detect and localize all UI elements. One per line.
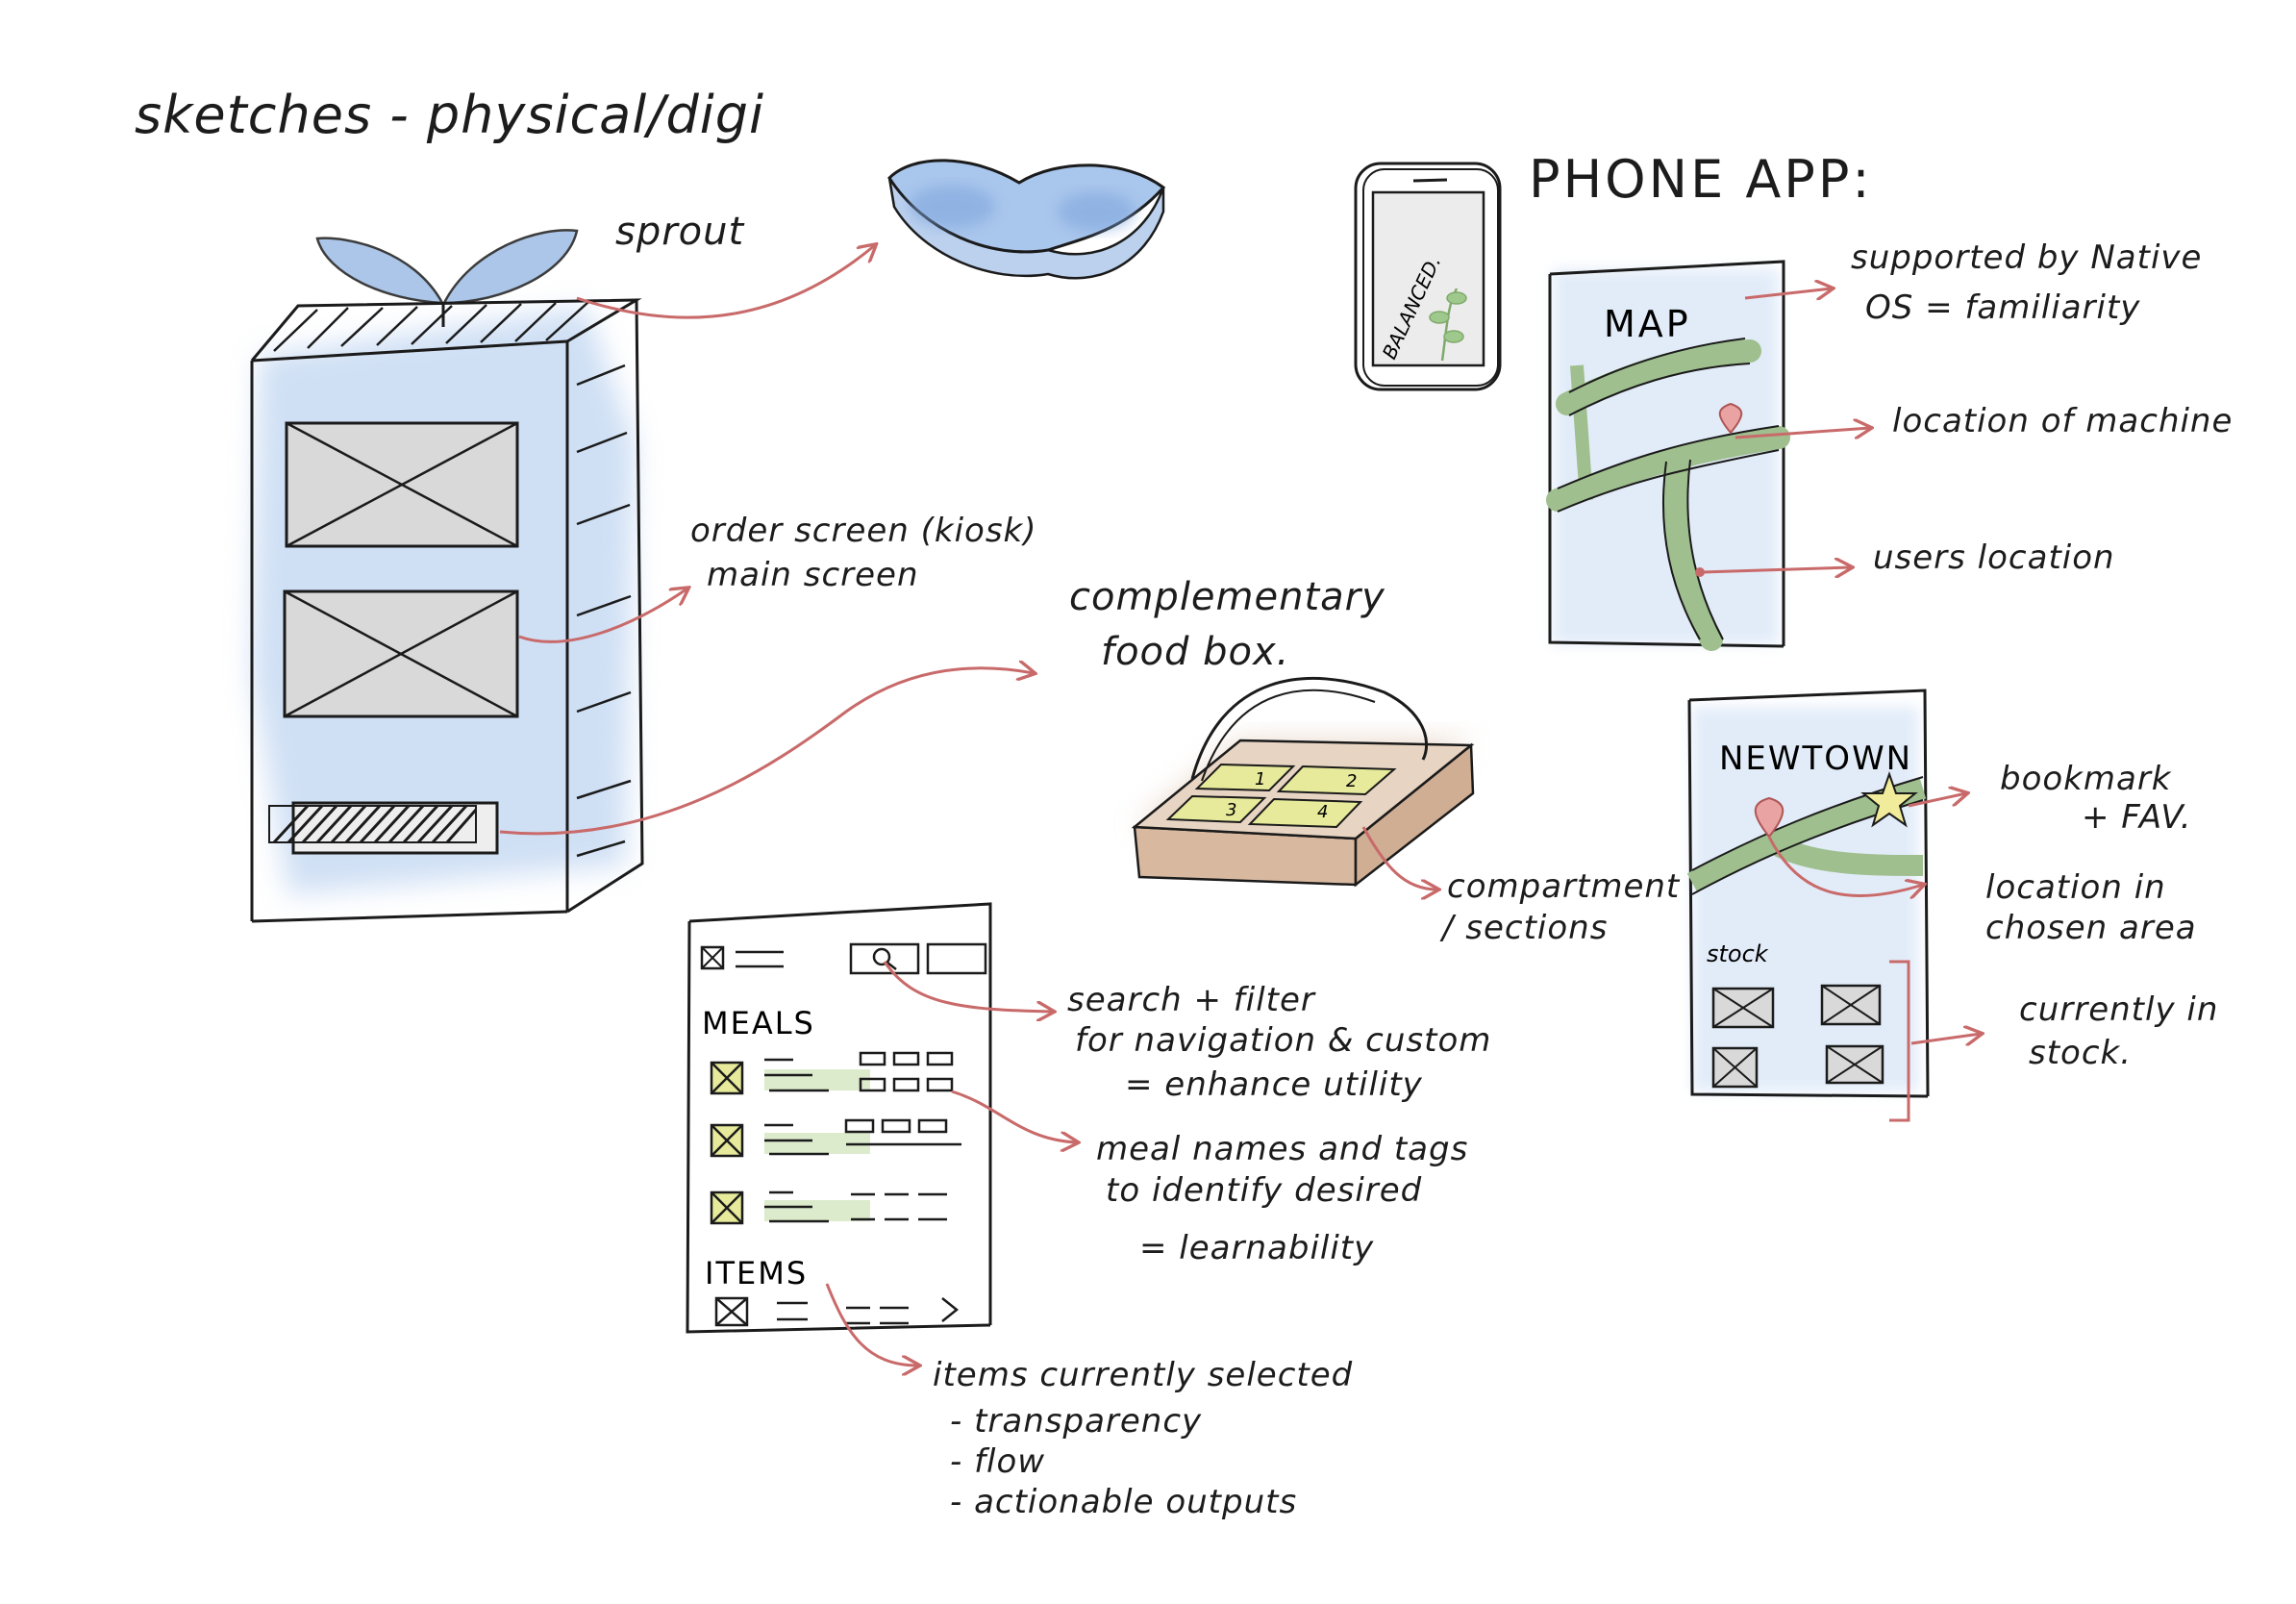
arrow-compartment [1361, 826, 1437, 890]
meal-names-note-3: = learnability [1139, 1229, 1375, 1267]
items-label: ITEMS [705, 1255, 808, 1291]
supported-label-1: supported by Native [1851, 238, 2203, 277]
meals-label: MEALS [702, 1005, 815, 1041]
order-screen-wireframe: MEALS ITEMS [686, 902, 992, 1334]
arrow-user-location [1701, 567, 1851, 572]
compartment-label-1: compartment [1447, 867, 1681, 906]
arrow-food-box [499, 668, 1034, 836]
sprout-leaves [315, 229, 579, 327]
sprout-3d-sketch [887, 159, 1166, 280]
compartment-1: 1 [1255, 769, 1265, 789]
order-screen-label-2: main screen [707, 556, 919, 594]
selected-note-3: - flow [950, 1442, 1046, 1481]
arrow-chosen-area [1767, 836, 1923, 896]
selected-note-2: - transparency [950, 1402, 1203, 1441]
compartment-2: 2 [1346, 771, 1357, 791]
selected-note-4: - actionable outputs [950, 1483, 1298, 1521]
arrow-selected [825, 1283, 918, 1366]
arrow-search [883, 961, 1053, 1012]
stock-label: stock [1707, 940, 1769, 967]
map-label: MAP [1604, 303, 1691, 345]
search-note-2: for navigation & custom [1075, 1021, 1492, 1060]
chosen-area-label-1: location in [1985, 868, 2166, 907]
in-stock-label-1: currently in [2019, 990, 2219, 1029]
compartment-3: 3 [1226, 800, 1236, 820]
user-location-label: users location [1873, 539, 2115, 577]
machine-location-label: location of machine [1892, 402, 2234, 440]
arrow-order-screen [518, 589, 687, 643]
search-note-3: = enhance utility [1125, 1065, 1423, 1104]
annotation-arrows [499, 245, 1981, 1366]
meal-names-note-2: to identify desired [1106, 1171, 1423, 1210]
in-stock-label-2: stock. [2029, 1034, 2133, 1072]
search-note-1: search + filter [1067, 981, 1315, 1019]
chosen-area-label-2: chosen area [1985, 909, 2197, 947]
food-box-label-1: complementary [1069, 575, 1385, 619]
arrow-in-stock [1910, 1034, 1981, 1043]
arrow-machine-location [1734, 428, 1870, 438]
compartment-4: 4 [1317, 802, 1328, 822]
phone-device: BALANCED. [1354, 162, 1502, 391]
arrow-sprout [576, 245, 875, 319]
selected-note-1: items currently selected [933, 1356, 1354, 1394]
kiosk-machine [250, 298, 644, 923]
order-screen-label-1: order screen (kiosk) [690, 512, 1037, 550]
sprout-label: sprout [615, 210, 745, 254]
phone-app-heading: PHONE APP: [1529, 149, 1873, 210]
bookmark-label-2: + FAV. [2082, 798, 2192, 837]
newtown-screen: NEWTOWN stock [1686, 689, 1930, 1122]
bookmark-label-1: bookmark [2000, 760, 2172, 798]
arrow-meal-names [951, 1090, 1077, 1142]
meal-names-note-1: meal names and tags [1096, 1130, 1469, 1168]
supported-label-2: OS = familiarity [1865, 288, 2141, 327]
food-box: 1 2 3 4 [1131, 677, 1475, 888]
map-screen: MAP [1546, 260, 1790, 651]
user-location-dot [1695, 567, 1705, 577]
compartment-label-2: / sections [1442, 909, 1609, 947]
sketch-title: sketches - physical/digi [135, 85, 765, 145]
newtown-title: NEWTOWN [1719, 739, 1912, 778]
food-box-label-2: food box. [1101, 630, 1290, 674]
arrow-bookmark [1908, 793, 1966, 808]
arrow-map-label [1744, 288, 1832, 298]
